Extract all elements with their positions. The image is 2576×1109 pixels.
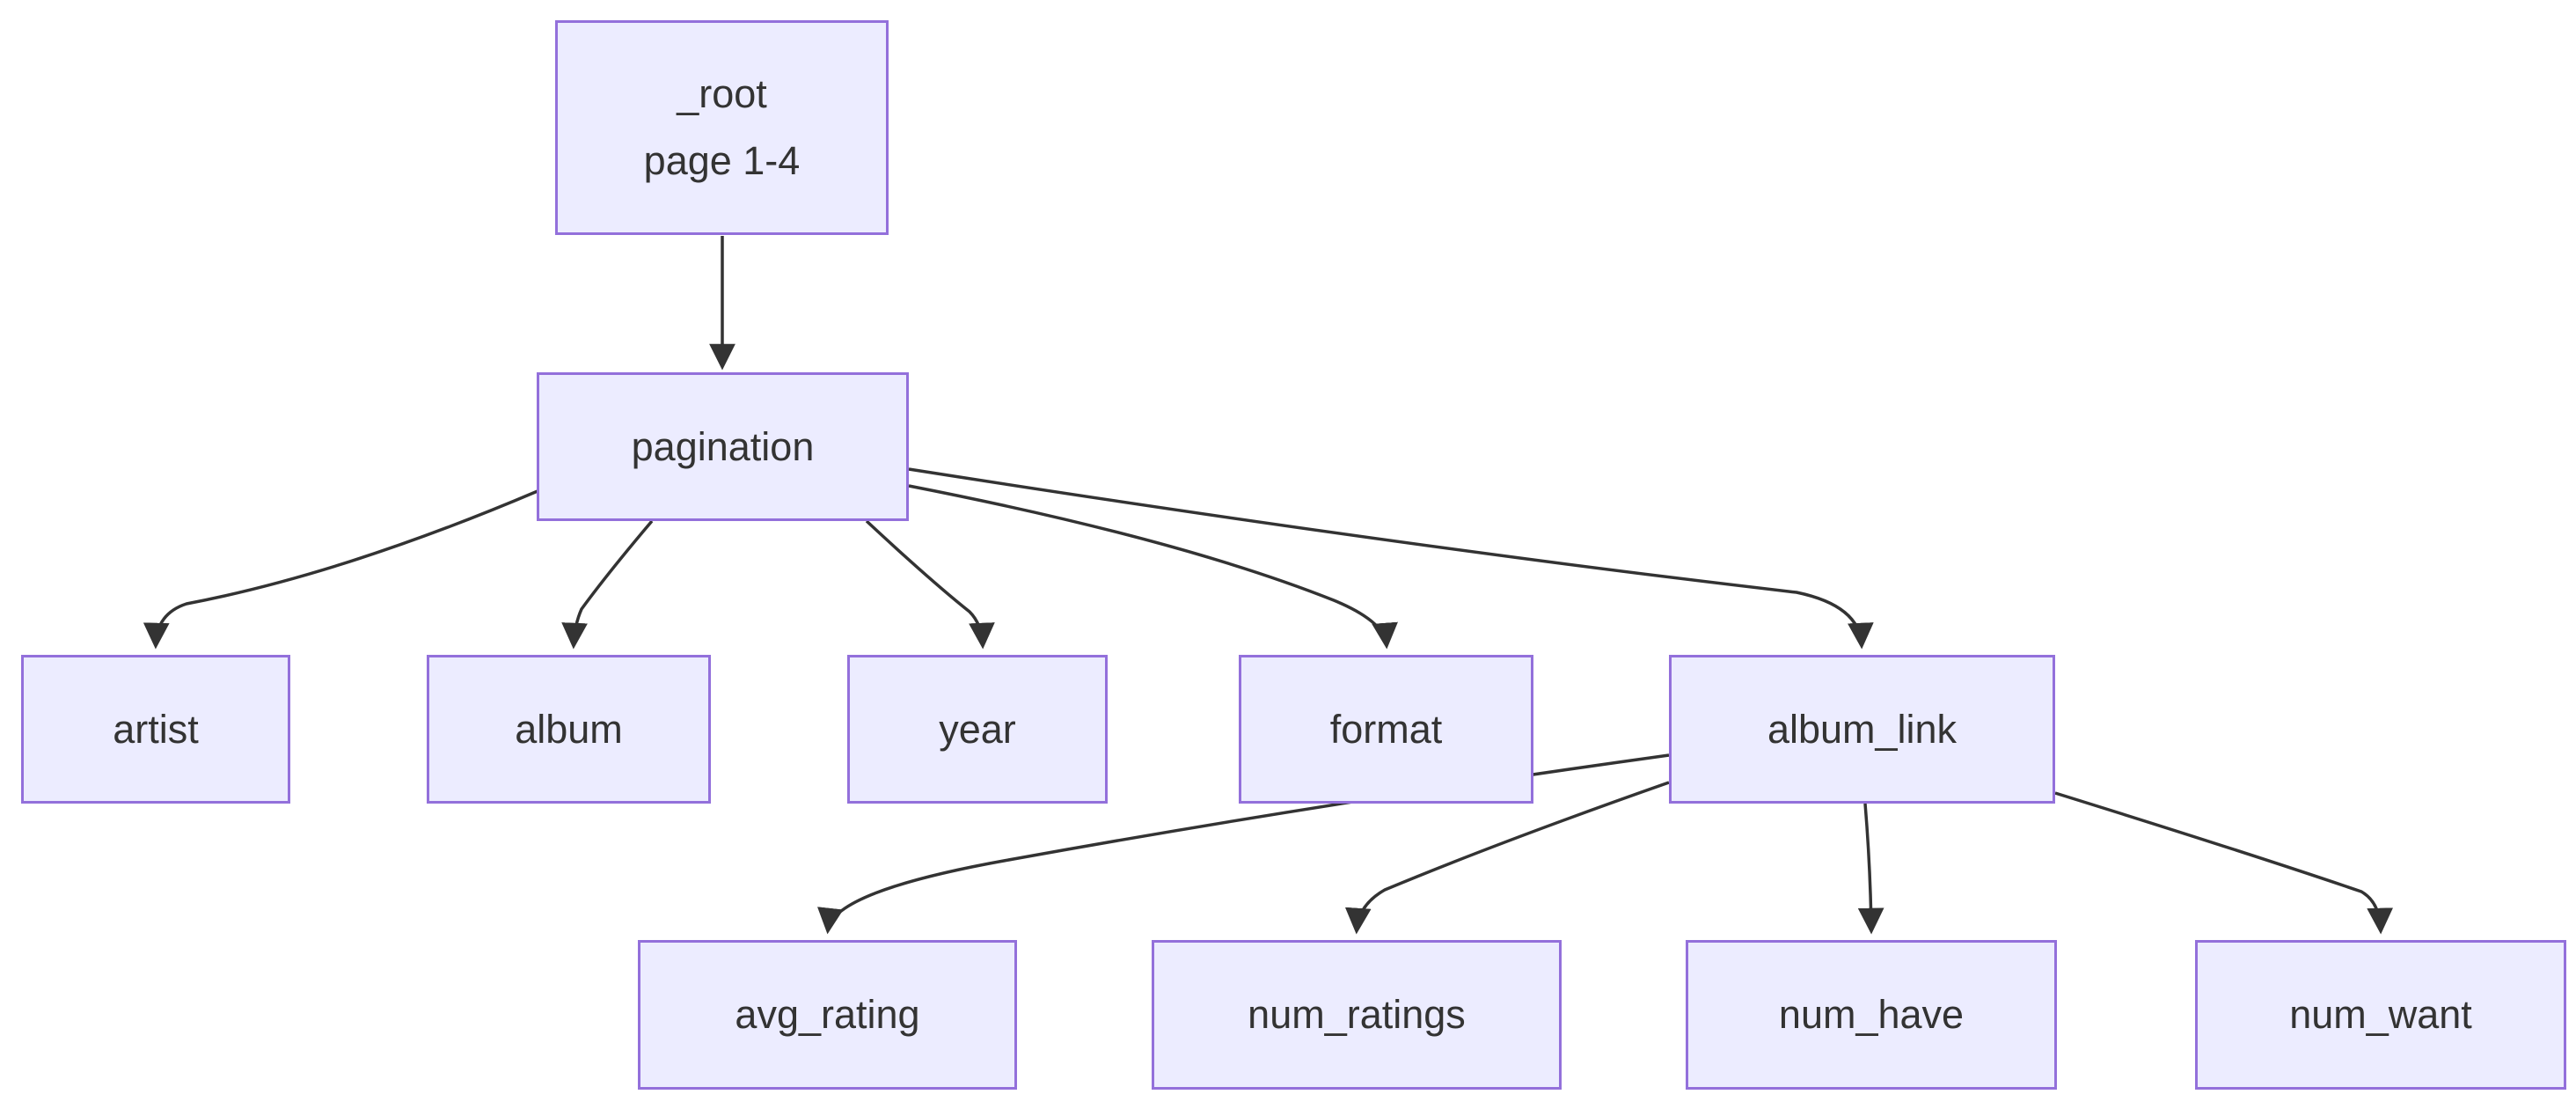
node-num-want-label: num_want — [2289, 992, 2472, 1037]
edge-pagination-album — [561, 519, 654, 650]
edge-album-link-num-want — [2054, 791, 2394, 935]
node-root-sublabel: page 1-4 — [643, 138, 801, 183]
node-format: format — [1239, 655, 1533, 804]
node-num-ratings-label: num_ratings — [1248, 992, 1466, 1037]
node-pagination: pagination — [537, 372, 909, 521]
node-root: _root page 1-4 — [555, 20, 889, 235]
node-year-label: year — [939, 706, 1016, 752]
edge-pagination-format — [908, 484, 1398, 650]
node-album-link: album_link — [1669, 655, 2055, 804]
node-format-label: format — [1329, 706, 1443, 752]
node-num-have: num_have — [1686, 940, 2057, 1090]
node-album-link-label: album_link — [1767, 706, 1958, 752]
node-num-have-label: num_have — [1778, 992, 1965, 1037]
node-artist-label: artist — [113, 706, 199, 752]
node-album-label: album — [515, 706, 623, 752]
edge-pagination-year — [865, 519, 995, 650]
edge-album-link-num-ratings — [1344, 781, 1670, 935]
edge-pagination-album-link — [908, 467, 1874, 650]
node-artist: artist — [21, 655, 290, 804]
edge-album-link-num-have — [1857, 803, 1884, 935]
node-num-ratings: num_ratings — [1152, 940, 1562, 1090]
node-year: year — [847, 655, 1108, 804]
node-album: album — [427, 655, 711, 804]
node-avg-rating: avg_rating — [638, 940, 1017, 1090]
node-pagination-label: pagination — [631, 423, 815, 469]
node-num-want: num_want — [2195, 940, 2566, 1090]
edge-pagination-artist — [143, 489, 538, 650]
node-root-label: _root — [677, 71, 767, 116]
node-avg-rating-label: avg_rating — [735, 992, 920, 1037]
